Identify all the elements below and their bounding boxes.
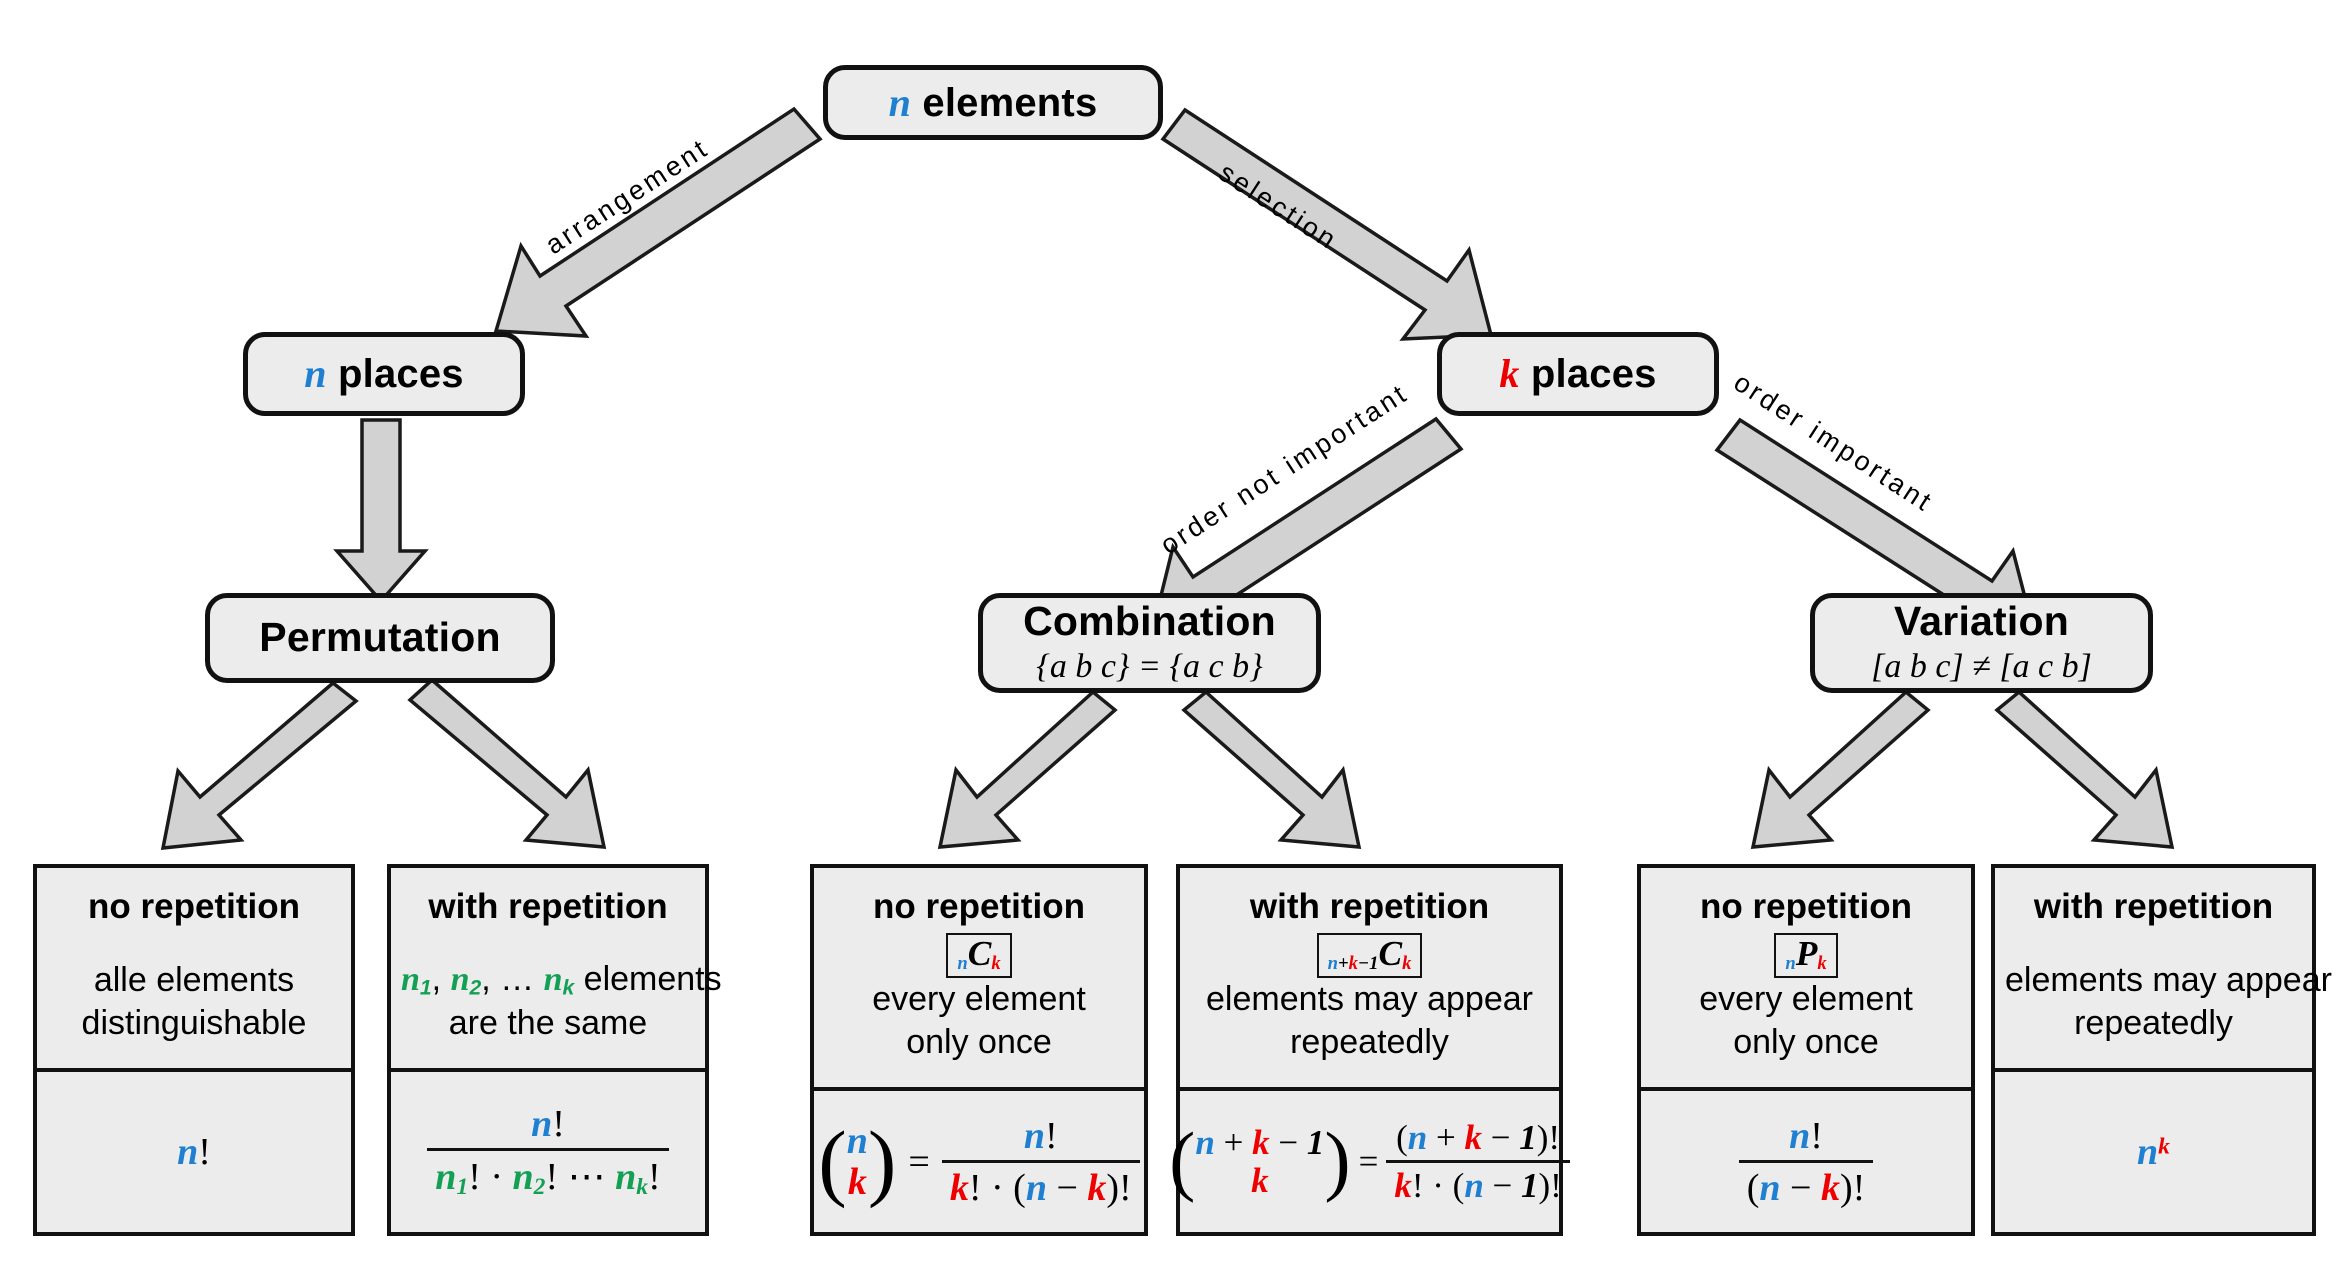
node-combination-label: Combination (1023, 597, 1276, 644)
leaf-upper: no repetition nCk every element only onc… (814, 868, 1144, 1087)
arrow-arrangement (493, 106, 823, 338)
leaf-head: with repetition (1249, 887, 1490, 926)
leaf-upper: with repetition n1, n2, … nk elements ar… (391, 868, 722, 1068)
leaf-formula: n! (37, 1068, 351, 1232)
leaf-permutation-with-repetition[interactable]: with repetition n1, n2, … nk elements ar… (387, 864, 722, 1236)
node-n-places[interactable]: n places (243, 332, 525, 416)
node-n-elements-label: n elements (888, 79, 1098, 125)
leaf-combination-with-repetition[interactable]: with repetition n+k−1Ck elements may app… (1169, 864, 1570, 1236)
node-k-places[interactable]: k places (1437, 332, 1719, 416)
arrow-perm-no-rep (160, 680, 359, 850)
node-combination-note: {a b c} = {a c b} (1036, 647, 1263, 685)
arrow-comb-no-rep (937, 689, 1118, 849)
leaf-description: n1, n2, … nk elements are the same (401, 959, 722, 1042)
node-n-elements[interactable]: n elements (823, 65, 1163, 140)
leaf-head: no repetition (88, 887, 300, 926)
arrow-var-no-rep (1750, 689, 1931, 849)
leaf-description: elements may appear repeatedly (2005, 961, 2332, 1042)
leaf-head: no repetition (1700, 887, 1912, 926)
edge-label-arrangement: arrangement (540, 132, 715, 261)
edge-label-order-important: order important (1728, 367, 1939, 519)
leaf-formula: nk (1995, 1068, 2312, 1232)
edge-label-order-not-important: order not important (1155, 377, 1414, 561)
leaf-formula: n! n1! · n2! ⋯ nk! (391, 1068, 705, 1232)
leaf-variation-with-repetition[interactable]: with repetition elements may appear repe… (1991, 864, 2332, 1236)
arrow-comb-with-rep (1181, 689, 1362, 849)
leaf-upper: with repetition n+k−1Ck elements may app… (1180, 868, 1559, 1087)
node-permutation[interactable]: Permutation (205, 593, 555, 683)
badge-nCk: nCk (946, 932, 1012, 979)
leaf-permutation-no-repetition[interactable]: no repetition alle elements distinguisha… (33, 864, 355, 1236)
leaf-description: elements may appear repeatedly (1206, 980, 1533, 1061)
leaf-formula: n! (n − k)! (1641, 1087, 1971, 1232)
leaf-combination-no-repetition[interactable]: no repetition nCk every element only onc… (810, 864, 1148, 1236)
leaf-upper: with repetition elements may appear repe… (1995, 868, 2332, 1068)
node-k-places-label: k places (1499, 351, 1657, 396)
leaf-description: alle elements distinguishable (81, 961, 307, 1042)
leaf-head: no repetition (873, 887, 1085, 926)
arrow-perm-with-rep (407, 677, 607, 849)
node-permutation-label: Permutation (259, 614, 501, 661)
node-combination[interactable]: Combination {a b c} = {a c b} (978, 593, 1321, 693)
leaf-description: every element only once (872, 980, 1086, 1061)
edge-label-selection: selection (1213, 157, 1344, 256)
leaf-description: every element only once (1699, 980, 1913, 1061)
node-variation-note: [a b c] ≠ [a c b] (1871, 647, 2092, 685)
leaf-head: with repetition (428, 887, 668, 926)
leaf-variation-no-repetition[interactable]: no repetition nPk every element only onc… (1637, 864, 1975, 1236)
leaf-head: with repetition (2033, 887, 2274, 926)
arrow-permutation (333, 418, 429, 604)
arrow-var-with-rep (1994, 689, 2175, 849)
node-variation-label: Variation (1894, 597, 2069, 644)
badge-n-plus-k-minus-1-C-k: n+k−1Ck (1316, 932, 1423, 979)
node-variation[interactable]: Variation [a b c] ≠ [a c b] (1810, 593, 2153, 693)
node-n-places-label: n places (304, 351, 464, 396)
leaf-upper: no repetition alle elements distinguisha… (37, 868, 351, 1068)
leaf-upper: no repetition nPk every element only onc… (1641, 868, 1971, 1087)
badge-nPk: nPk (1774, 932, 1838, 979)
